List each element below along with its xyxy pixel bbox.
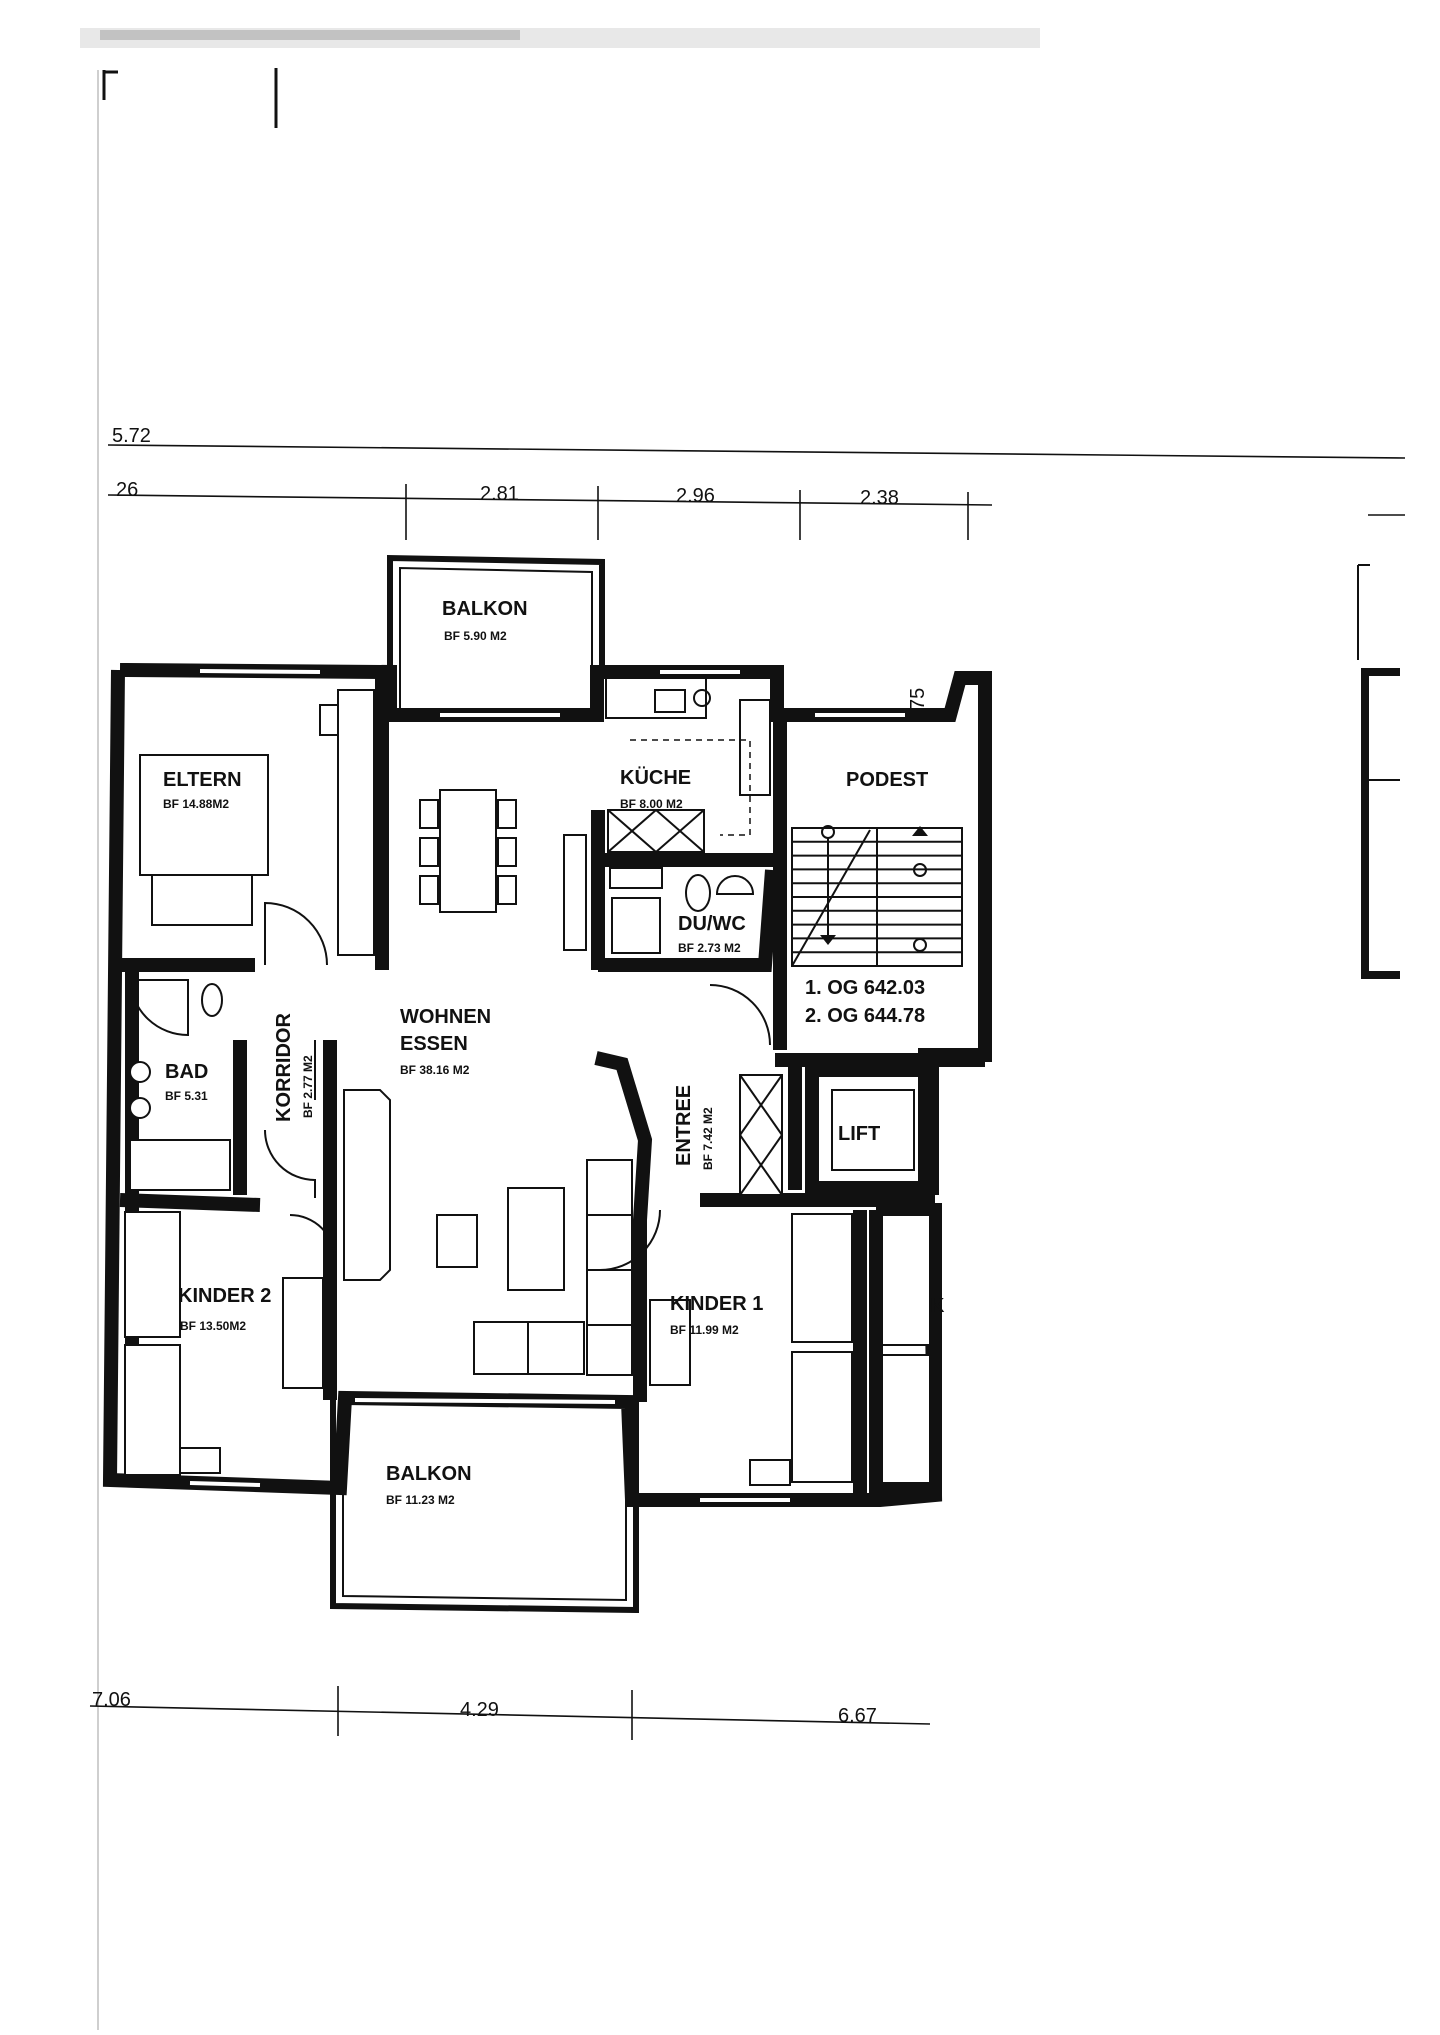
bed-kinder1 <box>791 1213 853 1343</box>
room-area-korridor: BF 2.77 M2 <box>301 1055 315 1118</box>
room-area-balkon-bottom: BF 11.23 M2 <box>386 1493 455 1507</box>
room-name-bad: BAD <box>165 1061 208 1083</box>
bathtub <box>129 1139 231 1191</box>
room-name-lift: LIFT <box>838 1123 880 1145</box>
coffee-table <box>507 1187 565 1291</box>
bed-kinder2 <box>124 1211 181 1338</box>
dim-top-4: 2.38 <box>860 487 899 509</box>
dim-bottom-1: 7.06 <box>92 1689 131 1711</box>
room-area-entree: BF 7.42 M2 <box>701 1107 715 1170</box>
dim-top-3: 2.96 <box>676 485 715 507</box>
room-area-kinder1: BF 11.99 M2 <box>670 1323 739 1337</box>
doors <box>264 901 771 1271</box>
room-area-du-wc: BF 2.73 M2 <box>678 941 741 955</box>
staircase <box>791 825 963 967</box>
dim-side-75: 75 <box>907 688 929 710</box>
room-name-podest: PODEST <box>846 769 928 791</box>
room-name-du-wc: DU/WC <box>678 913 746 935</box>
wardrobe-eltern <box>337 689 375 956</box>
balkon-bottom <box>330 1400 639 1614</box>
room-name-kinder1: KINDER 1 <box>670 1293 763 1315</box>
room-name-balkon-top: BALKON <box>442 598 528 620</box>
room-area-bad: BF 5.31 <box>165 1089 208 1103</box>
room-name-essen: ESSEN <box>400 1033 468 1055</box>
dim-top-1: 26 <box>116 479 138 501</box>
wall-windows <box>189 669 905 1502</box>
room-name-korridor: KORRIDOR <box>273 1013 295 1122</box>
room-area-kueche: BF 8.00 M2 <box>620 797 683 811</box>
room-name-kinder2: KINDER 2 <box>178 1285 271 1307</box>
adjacent-unit <box>1357 564 1400 979</box>
dim-bottom-3: 6.67 <box>838 1705 877 1727</box>
furniture <box>124 677 931 1486</box>
scan-artifacts <box>80 28 1040 2030</box>
entree-wardrobe <box>739 1074 783 1196</box>
room-labels: BALKON BF 5.90 M2 ELTERN BF 14.88M2 KÜCH… <box>163 598 945 1507</box>
level-og2: 2. OG 644.78 <box>805 1005 925 1027</box>
room-name-kueche: KÜCHE <box>620 766 691 789</box>
room-area-kinder2: BF 13.50M2 <box>180 1319 246 1333</box>
dimension-lines <box>89 444 1406 1740</box>
room-name-balkon-bottom: BALKON <box>386 1463 472 1485</box>
dimension-labels: 5.72 26 2.81 2.96 2.38 75 7.06 4.29 6.67 <box>92 425 929 1727</box>
room-name-eltern: ELTERN <box>163 769 242 791</box>
level-og1: 1. OG 642.03 <box>805 977 925 999</box>
room-name-wohnen: WOHNEN <box>400 1006 491 1028</box>
room-area-eltern: BF 14.88M2 <box>163 797 229 811</box>
dining-table <box>439 789 497 913</box>
dim-overall-top: 5.72 <box>112 425 151 447</box>
balkon-top <box>387 554 605 715</box>
room-name-entree: ENTREE <box>673 1085 695 1166</box>
dim-top-2: 2.81 <box>480 483 519 505</box>
room-area-wohnen: BF 38.16 M2 <box>400 1063 470 1077</box>
dim-bottom-2: 4.29 <box>460 1699 499 1721</box>
armchair <box>436 1214 478 1268</box>
adjacent-room-fragment: K <box>930 1295 945 1317</box>
room-area-balkon-top: BF 5.90 M2 <box>444 629 507 643</box>
